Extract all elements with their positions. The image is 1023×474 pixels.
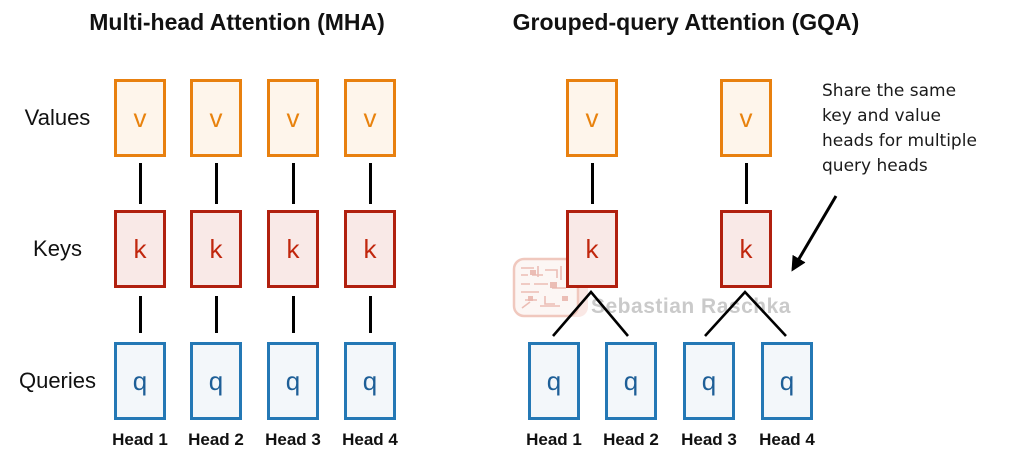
mha-query-box: q (190, 342, 242, 420)
gqa-head-label: Head 3 (681, 430, 737, 449)
value-key-connector (139, 163, 142, 204)
annotation-arrow (791, 195, 838, 272)
mha-value-box: v (344, 79, 396, 157)
gqa-query-box: q (528, 342, 580, 420)
value-key-connector (745, 163, 748, 204)
annotation-line: heads for multiple (822, 131, 977, 151)
gqa-key-box: k (566, 210, 618, 288)
key-query-connector (139, 296, 142, 333)
mha-key-box: k (267, 210, 319, 288)
mha-key-box: k (344, 210, 396, 288)
mha-key-box: k (114, 210, 166, 288)
gqa-title: Grouped-query Attention (GQA) (512, 9, 860, 35)
mha-query-box: q (344, 342, 396, 420)
annotation-line: query heads (822, 156, 928, 176)
queries-row-label: Queries (18, 368, 97, 393)
mha-value-box: v (190, 79, 242, 157)
value-key-connector (369, 163, 372, 204)
mha-title: Multi-head Attention (MHA) (89, 9, 385, 35)
gqa-query-box: q (605, 342, 657, 420)
mha-head-label: Head 2 (188, 430, 244, 449)
gqa-value-box: v (720, 79, 772, 157)
key-query-connector (369, 296, 372, 333)
annotation-note: Share the same key and value heads for m… (822, 79, 977, 179)
gqa-key-box: k (720, 210, 772, 288)
mha-head-label: Head 1 (112, 430, 168, 449)
mha-key-box: k (190, 210, 242, 288)
gqa-head-label: Head 2 (603, 430, 659, 449)
gqa-head-label: Head 4 (759, 430, 815, 449)
mha-query-box: q (114, 342, 166, 420)
annotation-line: Share the same (822, 81, 957, 101)
mha-value-box: v (267, 79, 319, 157)
mha-head-label: Head 4 (342, 430, 398, 449)
mha-query-box: q (267, 342, 319, 420)
value-key-connector (292, 163, 295, 204)
gqa-head-label: Head 1 (526, 430, 582, 449)
watermark-text: Sebastian Raschka (591, 295, 791, 318)
key-query-connector (292, 296, 295, 333)
mha-value-box: v (114, 79, 166, 157)
key-query-connector (215, 296, 218, 333)
values-row-label: Values (24, 105, 91, 130)
gqa-query-box: q (683, 342, 735, 420)
gqa-value-box: v (566, 79, 618, 157)
value-key-connector (215, 163, 218, 204)
keys-row-label: Keys (33, 236, 82, 261)
gqa-query-box: q (761, 342, 813, 420)
annotation-line: key and value (822, 106, 941, 126)
value-key-connector (591, 163, 594, 204)
mha-head-label: Head 3 (265, 430, 321, 449)
